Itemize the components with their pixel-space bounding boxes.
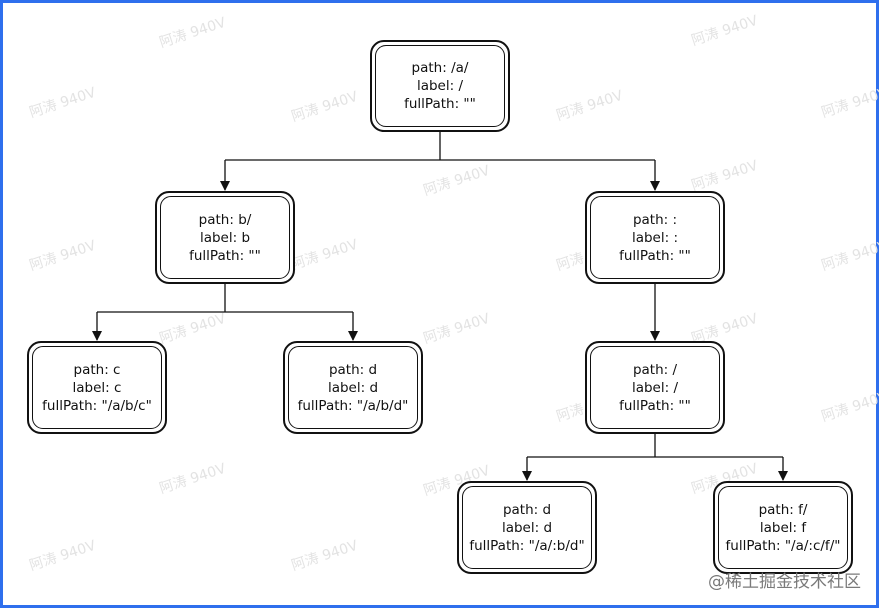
node-path: path: b/ <box>198 211 252 228</box>
node-slash: path: / label: / fullPath: "" <box>585 341 725 434</box>
node-fullpath: fullPath: "" <box>404 96 476 112</box>
node-path: path: f/ <box>758 501 808 518</box>
node-fullpath: fullPath: "/a/b/c" <box>42 397 152 414</box>
node-fullpath: fullPath: "/a/:c/f/" <box>725 537 841 554</box>
node-c: path: c label: c fullPath: "/a/b/c" <box>27 341 167 434</box>
node-b: path: b/ label: b fullPath: "" <box>155 191 295 284</box>
node-d: path: d label: d fullPath: "/a/b/d" <box>283 341 423 434</box>
node-fullpath: fullPath: "" <box>619 397 691 414</box>
node-colon: path: : label: : fullPath: "" <box>585 191 725 284</box>
node-path: path: c <box>73 361 121 378</box>
node-label: label: / <box>416 78 464 94</box>
node-label: label: b <box>199 229 251 246</box>
node-label: label: c <box>72 379 122 396</box>
node-label: label: f <box>759 519 807 536</box>
node-path: path: / <box>632 361 678 378</box>
node-label: label: d <box>327 379 379 396</box>
node-d2: path: d label: d fullPath: "/a/:b/d" <box>457 481 597 574</box>
node-root: path: /a/ label: / fullPath: "" <box>370 40 510 132</box>
node-path: path: : <box>632 211 678 228</box>
node-fullpath: fullPath: "/a/b/d" <box>297 397 409 414</box>
node-label: label: : <box>631 229 679 246</box>
node-label: label: d <box>501 519 553 536</box>
source-credit: @稀土掘金技术社区 <box>708 572 861 592</box>
node-path: path: /a/ <box>411 60 469 76</box>
node-path: path: d <box>502 501 552 518</box>
node-fullpath: fullPath: "/a/:b/d" <box>469 537 585 554</box>
node-f: path: f/ label: f fullPath: "/a/:c/f/" <box>713 481 853 574</box>
node-fullpath: fullPath: "" <box>619 247 691 264</box>
node-fullpath: fullPath: "" <box>189 247 261 264</box>
node-label: label: / <box>631 379 679 396</box>
node-path: path: d <box>328 361 378 378</box>
